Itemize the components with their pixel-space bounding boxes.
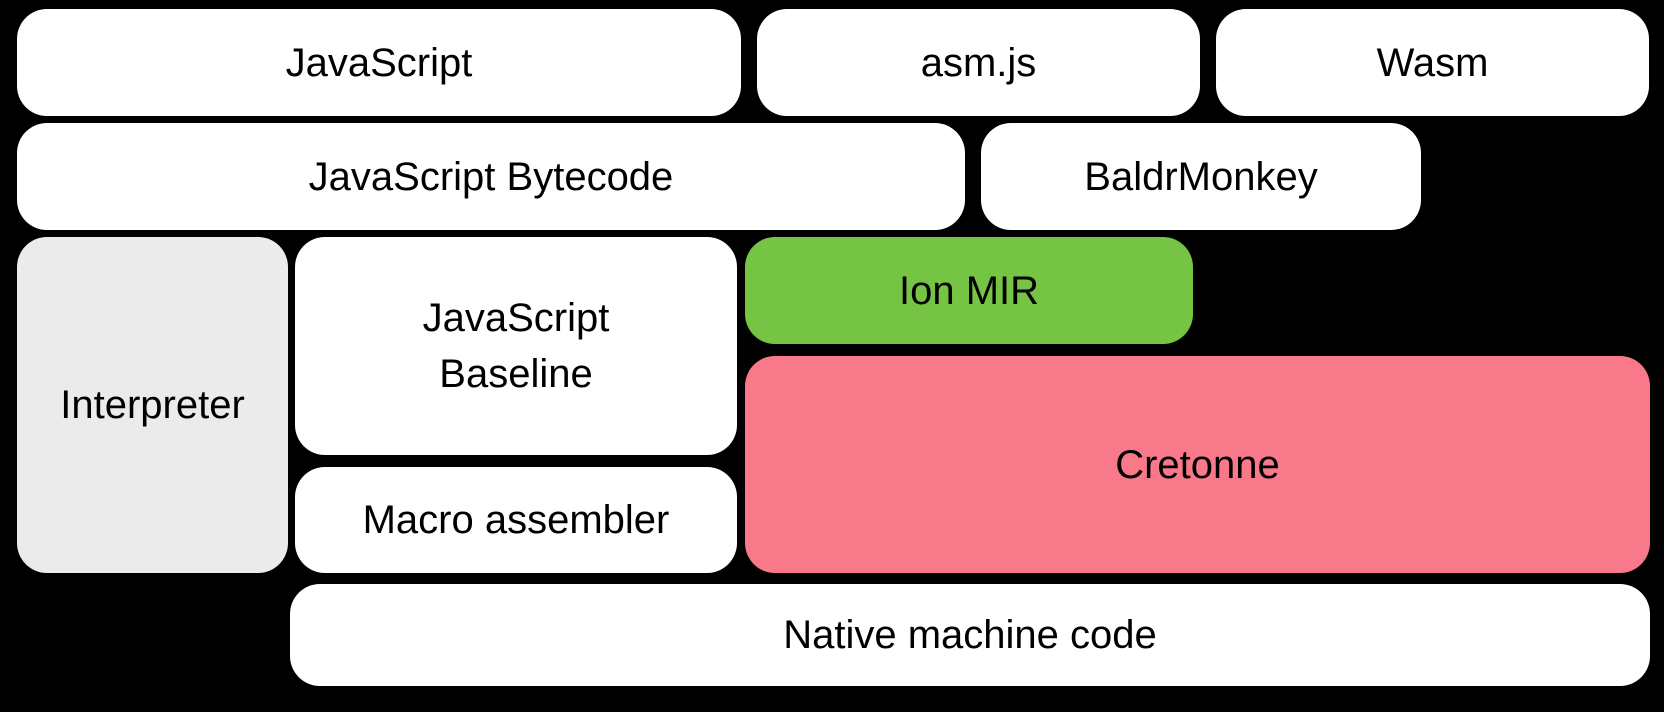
box-native-machine-code: Native machine code bbox=[290, 584, 1650, 686]
box-interpreter: Interpreter bbox=[17, 237, 288, 573]
box-cretonne: Cretonne bbox=[745, 356, 1650, 573]
box-baldrmonkey: BaldrMonkey bbox=[981, 123, 1421, 230]
box-macro-assembler: Macro assembler bbox=[295, 467, 737, 573]
box-ion-mir: Ion MIR bbox=[745, 237, 1193, 344]
box-wasm: Wasm bbox=[1216, 9, 1649, 116]
box-javascript-baseline: JavaScript Baseline bbox=[295, 237, 737, 455]
box-javascript: JavaScript bbox=[17, 9, 741, 116]
box-javascript-bytecode: JavaScript Bytecode bbox=[17, 123, 965, 230]
box-asm-js: asm.js bbox=[757, 9, 1200, 116]
